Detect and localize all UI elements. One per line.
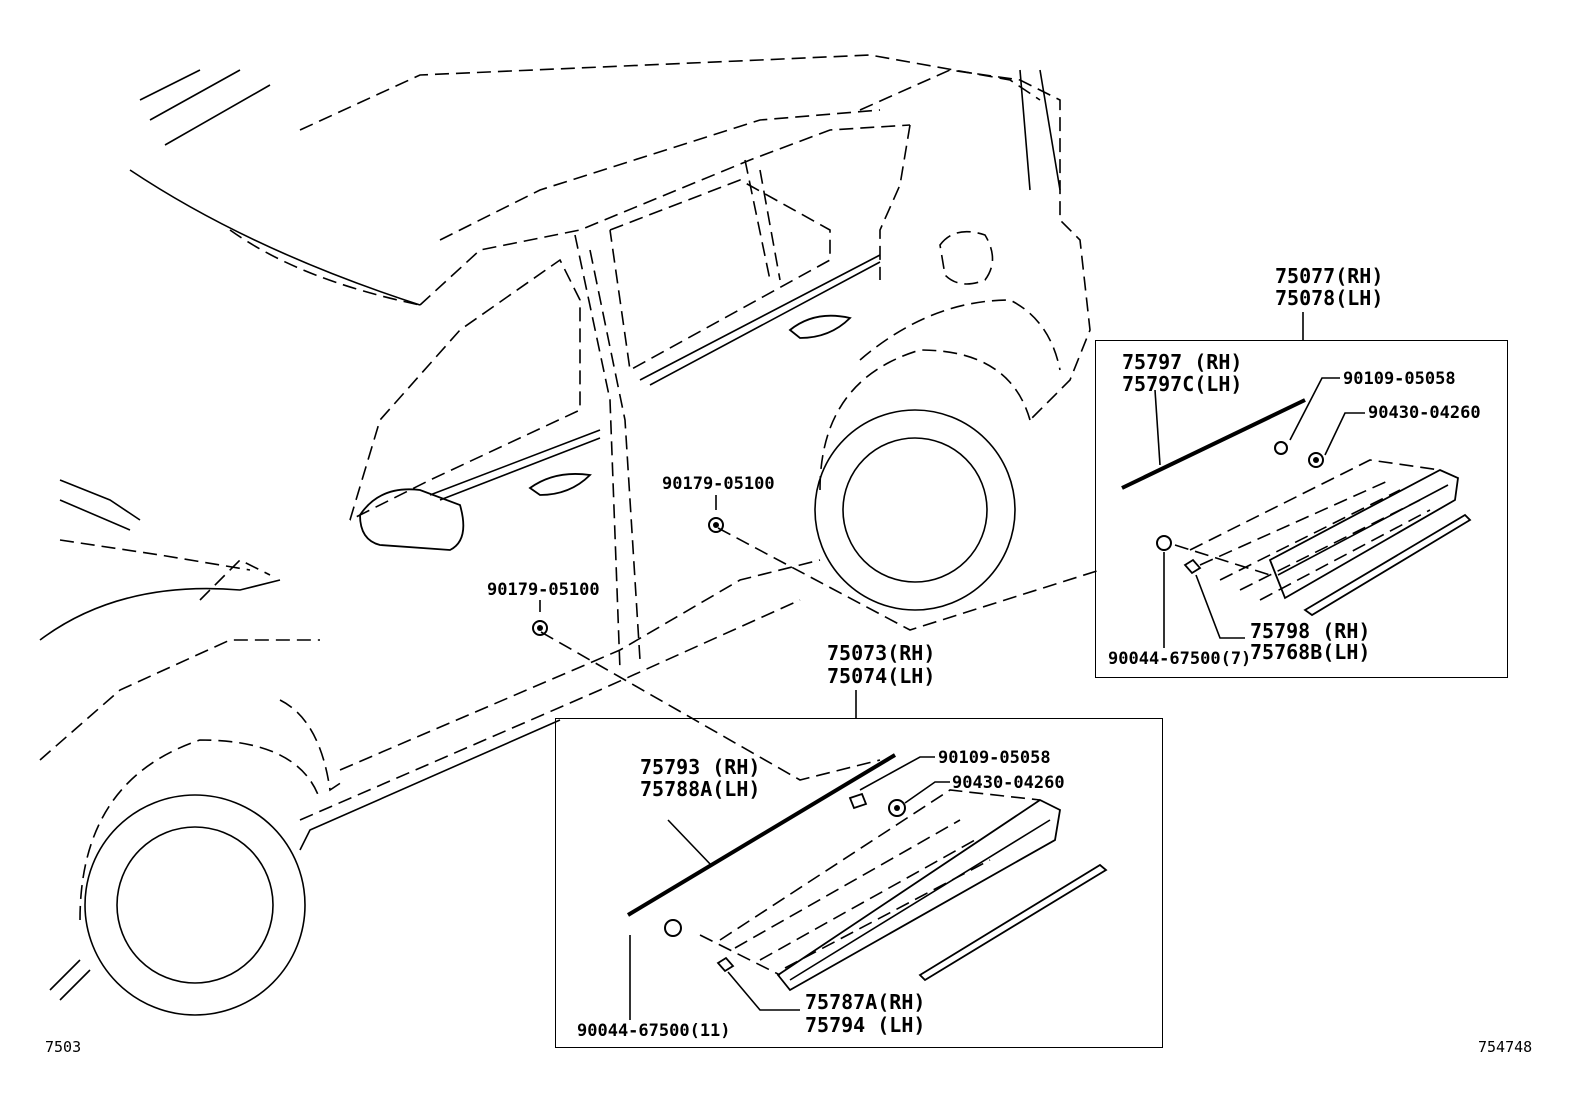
door-clip-lower-icon xyxy=(532,620,548,636)
assembly-connectors xyxy=(540,527,1101,781)
door-clip-lower-label[interactable]: 90179-05100 xyxy=(487,580,600,600)
rear-moulding-rh[interactable]: 75797 (RH) xyxy=(1122,350,1243,374)
front-tape-rh[interactable]: 75787A(RH) xyxy=(805,990,926,1014)
door-clip-marks xyxy=(532,495,724,636)
door-clip-upper-label[interactable]: 90179-05100 xyxy=(662,474,775,494)
rear-clip-a[interactable]: 90109-05058 xyxy=(1343,369,1456,389)
rear-assembly-part-rh[interactable]: 75077(RH) xyxy=(1275,264,1384,288)
rear-moulding-lh[interactable]: 75797C(LH) xyxy=(1122,372,1243,396)
rear-clip-c[interactable]: 90044-67500(7) xyxy=(1108,649,1252,669)
rear-assembly-box xyxy=(1095,340,1508,678)
front-clip-a[interactable]: 90109-05058 xyxy=(938,748,1051,768)
front-assembly-drawing xyxy=(626,690,1108,1020)
rear-assembly-drawing xyxy=(1121,312,1472,648)
vehicle-body-outline xyxy=(39,54,1091,1016)
front-clip-b[interactable]: 90430-04260 xyxy=(952,773,1065,793)
front-assembly-part-lh[interactable]: 75074(LH) xyxy=(827,664,936,688)
rear-tape-rh[interactable]: 75798 (RH) xyxy=(1250,619,1371,643)
rear-clip-b[interactable]: 90430-04260 xyxy=(1368,403,1481,423)
front-moulding-rh[interactable]: 75793 (RH) xyxy=(640,755,761,779)
rear-assembly-part-lh[interactable]: 75078(LH) xyxy=(1275,286,1384,310)
front-clip-c[interactable]: 90044-67500(11) xyxy=(577,1021,731,1041)
front-tape-lh[interactable]: 75794 (LH) xyxy=(805,1013,926,1037)
front-moulding-lh[interactable]: 75788A(LH) xyxy=(640,777,761,801)
diagram-id-left: 7503 xyxy=(45,1038,82,1056)
door-clip-upper-icon xyxy=(708,517,724,533)
front-assembly-box xyxy=(555,718,1163,1048)
diagram-id-right: 754748 xyxy=(1478,1038,1533,1056)
rear-tape-lh[interactable]: 75768B(LH) xyxy=(1250,640,1371,664)
front-assembly-part-rh[interactable]: 75073(RH) xyxy=(827,641,936,665)
